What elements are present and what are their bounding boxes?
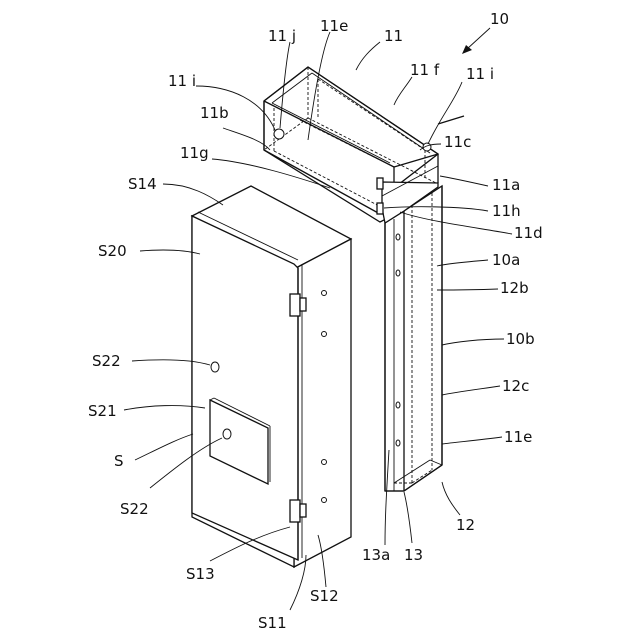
label-10b: 10b xyxy=(506,330,535,348)
label-11h: 11h xyxy=(492,202,521,220)
label-10: 10 xyxy=(490,10,509,28)
label-10a: 10a xyxy=(492,251,520,269)
label-S12: S12 xyxy=(310,587,339,605)
cabinet xyxy=(192,186,351,567)
label-11: 11 xyxy=(384,27,403,45)
label-S21: S21 xyxy=(88,402,117,420)
label-13a: 13a xyxy=(362,546,390,564)
label-S22-bottom: S22 xyxy=(120,500,149,518)
label-11i-right: 11 i xyxy=(466,65,494,83)
label-11e-top: 11e xyxy=(320,17,348,35)
label-11g: 11g xyxy=(180,144,209,162)
label-11b: 11b xyxy=(200,104,229,122)
label-S14: S14 xyxy=(128,175,157,193)
label-12b: 12b xyxy=(500,279,529,297)
label-11c: 11c xyxy=(444,133,471,151)
label-11j: 11 j xyxy=(268,27,296,45)
label-S22-top: S22 xyxy=(92,352,121,370)
label-11a: 11a xyxy=(492,176,520,194)
label-11e-bottom: 11e xyxy=(504,428,532,446)
label-11i-left: 11 i xyxy=(168,72,196,90)
label-12: 12 xyxy=(456,516,475,534)
label-11d: 11d xyxy=(514,224,543,242)
vertical-channel xyxy=(385,186,442,491)
label-S20: S20 xyxy=(98,242,127,260)
label-S: S xyxy=(114,452,124,470)
label-12c: 12c xyxy=(502,377,529,395)
label-13: 13 xyxy=(404,546,423,564)
label-S11: S11 xyxy=(258,614,287,632)
label-S13: S13 xyxy=(186,565,215,583)
label-11f: 11 f xyxy=(410,61,440,79)
